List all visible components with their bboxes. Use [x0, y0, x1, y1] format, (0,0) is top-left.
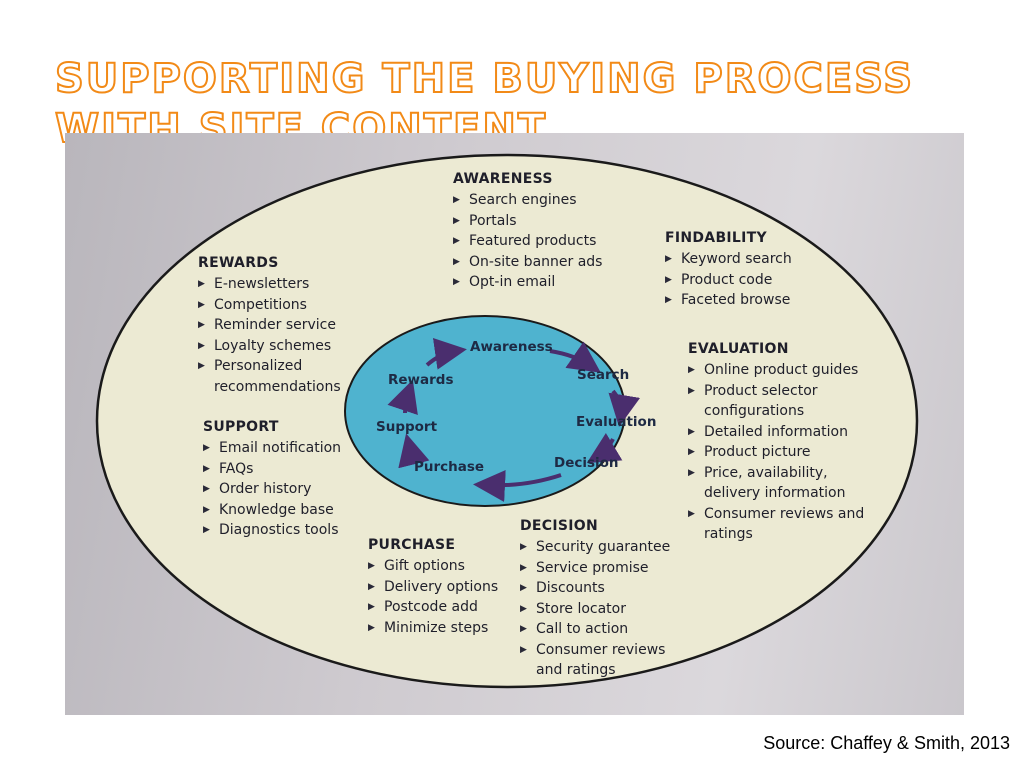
section-heading-support: SUPPORT [203, 419, 279, 435]
arrow-search-evaluation [608, 389, 641, 427]
list-item: Knowledge base [203, 500, 341, 521]
list-item: Search engines [453, 190, 602, 211]
section-heading-purchase: PURCHASE [368, 537, 456, 553]
section-support: SUPPORT Email notification FAQs Order hi… [203, 419, 341, 541]
list-item: Minimize steps [368, 618, 498, 639]
section-findability: FINDABILITY Keyword search Product code … [665, 230, 792, 311]
list-item: Opt-in email [453, 272, 602, 293]
section-heading-rewards: REWARDS [198, 255, 279, 271]
section-heading-evaluation: EVALUATION [688, 341, 789, 357]
list-item: Product picture [688, 442, 888, 463]
list-item: Competitions [198, 295, 368, 316]
list-item: Keyword search [665, 249, 792, 270]
cycle-label-rewards: Rewards [388, 372, 454, 388]
section-heading-awareness: AWARENESS [453, 171, 553, 187]
list-item: E-newsletters [198, 274, 368, 295]
section-heading-findability: FINDABILITY [665, 230, 767, 246]
list-item: Service promise [520, 558, 690, 579]
section-evaluation: EVALUATION Online product guides Product… [688, 341, 888, 545]
list-item: Loyalty schemes [198, 336, 368, 357]
list-item: On-site banner ads [453, 252, 602, 273]
list-item: Call to action [520, 619, 690, 640]
cycle-label-awareness: Awareness [470, 339, 553, 355]
source-caption: Source: Chaffey & Smith, 2013 [763, 733, 1010, 753]
cycle-label-decision: Decision [554, 455, 619, 471]
list-item: Faceted browse [665, 290, 792, 311]
list-item: Detailed information [688, 422, 888, 443]
section-awareness: AWARENESS Search engines Portals Feature… [453, 171, 602, 293]
list-item: Diagnostics tools [203, 520, 341, 541]
list-item: Store locator [520, 599, 690, 620]
list-item: Order history [203, 479, 341, 500]
list-item: Gift options [368, 556, 498, 577]
list-item: Product selector configurations [688, 381, 888, 422]
list-item: Consumer reviews and ratings [688, 504, 888, 545]
section-decision: DECISION Security guarantee Service prom… [520, 518, 690, 681]
list-item: Price, availability, delivery informatio… [688, 463, 888, 504]
list-item: FAQs [203, 459, 341, 480]
arrow-evaluation-decision [586, 432, 623, 464]
cycle-label-support: Support [376, 419, 438, 435]
cycle-label-search: Search [577, 367, 630, 383]
cycle-label-evaluation: Evaluation [576, 414, 657, 430]
arrow-awareness-search [549, 341, 601, 373]
diagram-photo: AWARENESS Search engines Portals Feature… [65, 133, 964, 715]
list-item: Personalized recommendations [198, 356, 368, 397]
list-item: Portals [453, 211, 602, 232]
list-item: Postcode add [368, 597, 498, 618]
list-item: Email notification [203, 438, 341, 459]
section-purchase: PURCHASE Gift options Delivery options P… [368, 537, 498, 638]
list-item: Delivery options [368, 577, 498, 598]
arrow-rewards-awareness [425, 337, 467, 370]
section-heading-decision: DECISION [520, 518, 598, 534]
cycle-label-purchase: Purchase [414, 459, 485, 475]
list-item: Online product guides [688, 360, 888, 381]
list-item: Reminder service [198, 315, 368, 336]
arrow-purchase-support [398, 433, 430, 469]
arrow-decision-purchase [473, 470, 562, 502]
arrow-support-rewards [387, 379, 418, 416]
slide-title: SUPPORTING THE BUYING PROCESS WITH SITE … [54, 55, 915, 153]
list-item: Featured products [453, 231, 602, 252]
list-item: Product code [665, 270, 792, 291]
list-item: Discounts [520, 578, 690, 599]
section-rewards: REWARDS E-newsletters Competitions Remin… [198, 255, 368, 397]
list-item: Security guarantee [520, 537, 690, 558]
list-item: Consumer reviews and ratings [520, 640, 690, 681]
